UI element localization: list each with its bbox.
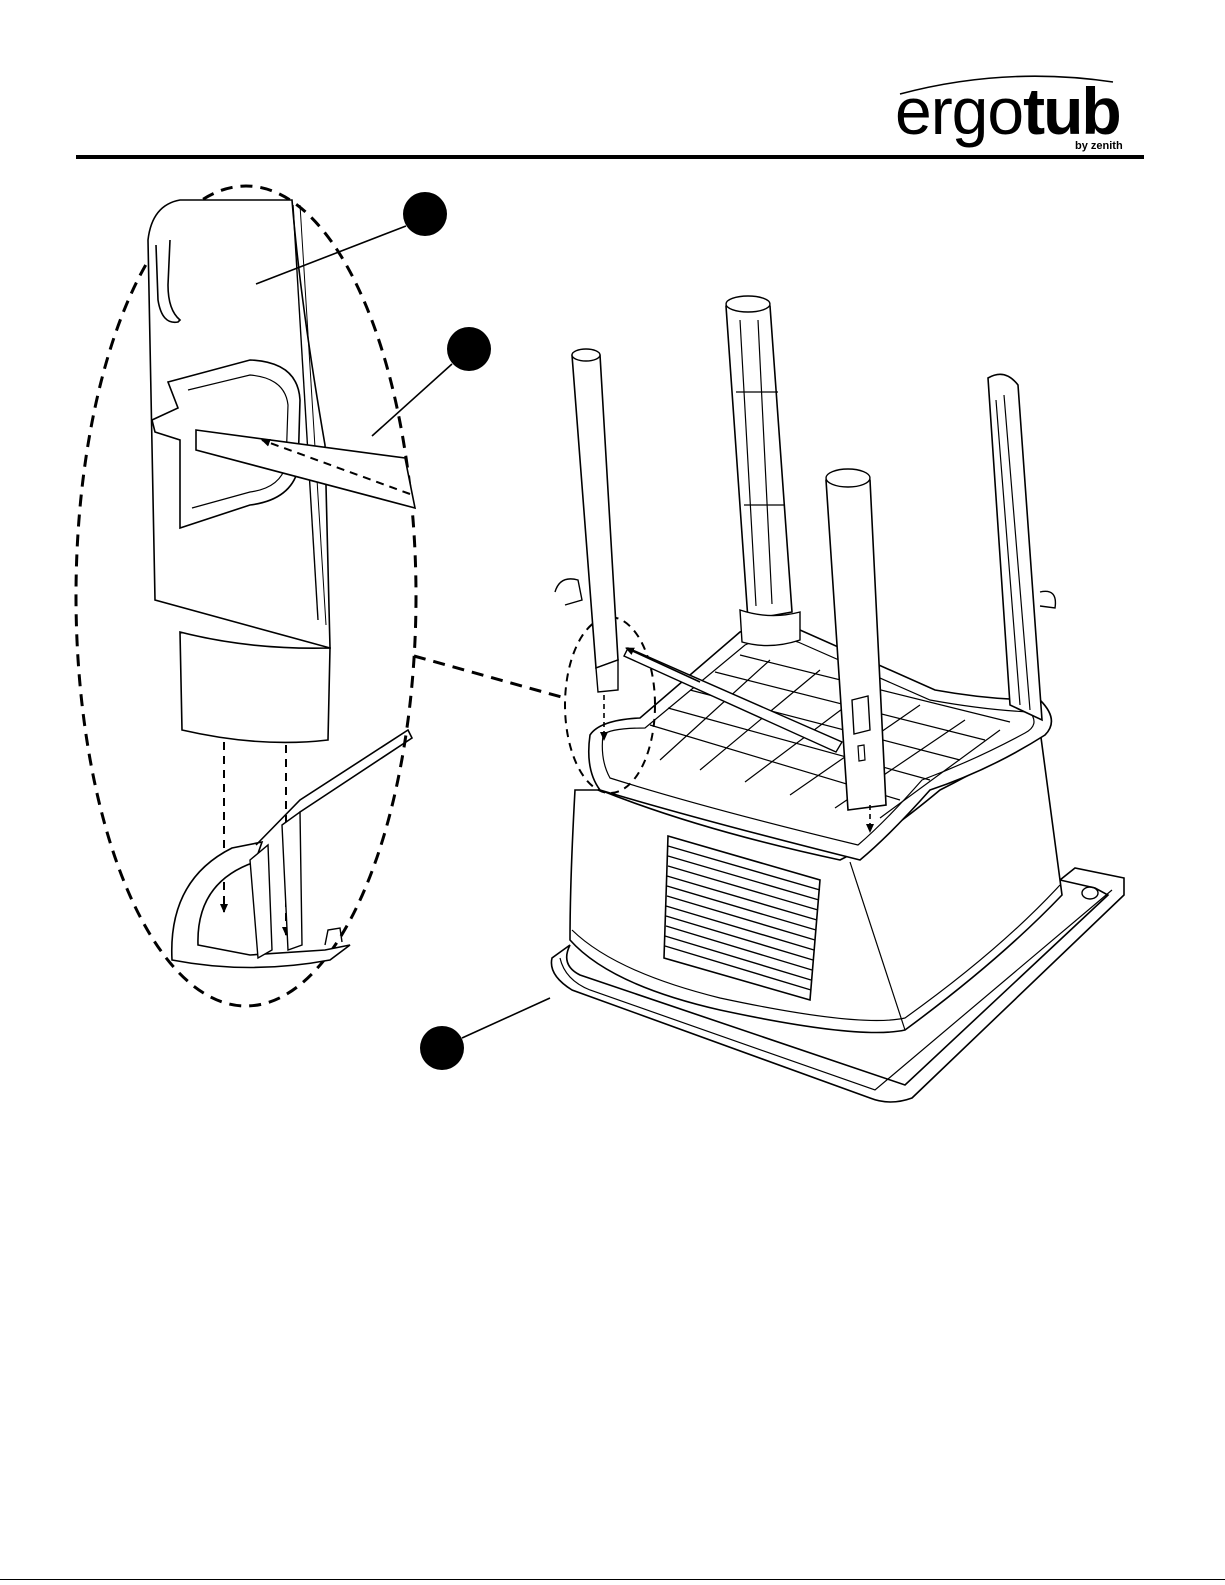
callout-marker-3 [420, 1026, 464, 1070]
callout-leader-2 [372, 364, 452, 436]
leg-back-left-socket [740, 610, 800, 646]
leg-front-left-body [572, 350, 618, 668]
leg-back-right-clip [1040, 591, 1055, 608]
detail-leg-tip [180, 632, 330, 742]
detail-socket-post [250, 845, 272, 958]
leg-back-left-cap [726, 296, 770, 312]
leg-back-right [988, 374, 1055, 720]
leg-back-right-body [988, 374, 1042, 720]
leg-front-right-cap [826, 469, 870, 487]
tub-base-hole [1082, 887, 1098, 899]
detail-connector-line [414, 656, 565, 698]
callout-leader-3 [462, 998, 550, 1038]
leg-front-left-cap [572, 349, 600, 361]
detail-callout [76, 186, 416, 1006]
leg-front-right-slot [858, 745, 865, 761]
detail-socket-clip [325, 928, 342, 945]
leg-back-left [726, 296, 800, 646]
leg-front-left-clip [555, 579, 582, 605]
detail-socket-wall [256, 730, 412, 845]
tub-assembly [551, 296, 1124, 1102]
leg-front-left [555, 349, 618, 740]
footer-rule [0, 1579, 1225, 1580]
detail-base-socket [172, 730, 412, 968]
callout-marker-1 [403, 192, 447, 236]
callout-marker-2 [447, 327, 491, 371]
leg-front-right-bracket [852, 696, 870, 734]
crossbar-rod-arrow [626, 648, 700, 682]
